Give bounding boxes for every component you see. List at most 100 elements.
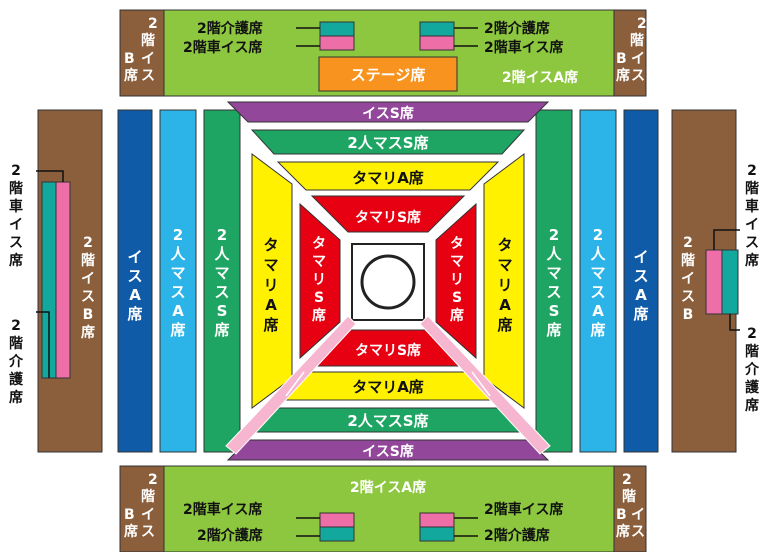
bottom-left-upper-b-block[interactable] [119, 465, 165, 552]
left-box2-a-v-2: マ [170, 264, 185, 282]
right-box2-s-block[interactable] [535, 109, 573, 453]
left-box2-s-v-3: ス [214, 283, 229, 301]
bottom-right-care-box[interactable] [419, 526, 455, 542]
top-right-b-B: B [616, 51, 627, 67]
right-tamari-s-v-2: リ [450, 272, 464, 288]
right-tamari-s-v-0: タ [450, 236, 464, 252]
bottom-left-b-B: B [124, 507, 135, 523]
top-left-care-label: 2階介護席 [197, 20, 263, 37]
right-care-v-0: 2 [747, 326, 757, 342]
bottom-right-b-B: B [616, 507, 627, 523]
bottom-left-care-box[interactable] [319, 526, 355, 542]
left-care-v-0: 2 [11, 318, 21, 334]
bottom-left-b-su: ス [141, 524, 155, 540]
bottom-tamari-s-label: タマリS席 [355, 342, 421, 359]
bottom-right-b-i: イ [631, 507, 645, 523]
right-chair-a-block[interactable] [623, 109, 659, 453]
bottom-upper-a-label: 2階イスA席 [350, 479, 426, 496]
left-wheelchair-strip[interactable] [55, 181, 71, 379]
left-tamari-s-v-4: 席 [312, 307, 326, 324]
right-care-v-2: 介 [744, 361, 760, 378]
top-tamari-a-row[interactable] [276, 161, 500, 191]
right-wc-v-2: 車 [745, 198, 759, 215]
right-b-v-4: B [683, 307, 694, 323]
right-tamari-a-v-0: タ [497, 236, 512, 254]
left-tamari-s-col[interactable] [299, 202, 341, 360]
left-box2-a-v-1: 人 [170, 245, 186, 263]
top-left-b-B: B [124, 51, 135, 67]
bottom-right-b-kai: 階 [622, 488, 636, 505]
left-wc-v-0: 2 [11, 163, 21, 179]
left-wc-v-3: イ [9, 217, 23, 233]
right-care-v-3: 護 [745, 379, 760, 396]
right-care-v-1: 階 [745, 343, 759, 360]
right-wc-v-3: イ [745, 217, 759, 233]
top-box2-s-row[interactable] [250, 129, 526, 155]
left-tamari-a-v-2: リ [263, 276, 278, 294]
bottom-right-wheelchair-box[interactable] [419, 512, 455, 528]
right-aisle [419, 315, 551, 455]
top-right-b-kai: 階 [630, 32, 644, 49]
left-b-v-5: 席 [81, 324, 95, 341]
right-wheelchair-strip[interactable] [705, 249, 723, 315]
right-chair-a-v-1: ス [633, 267, 648, 285]
top-left-upper-b-block[interactable] [119, 9, 165, 97]
left-box2-s-v-5: 席 [214, 321, 229, 339]
bottom-left-wheelchair-box[interactable] [319, 512, 355, 528]
left-box2-s-v-4: S [217, 302, 228, 320]
bottom-left-wheelchair-label: 2階車イス席 [183, 501, 262, 518]
right-wc-v-0: 2 [747, 163, 757, 179]
bottom-right-wheelchair-label: 2階車イス席 [484, 501, 563, 518]
right-tamari-a-v-3: A [499, 296, 511, 314]
top-left-wheelchair-box[interactable] [319, 35, 355, 51]
stage-block[interactable] [318, 56, 458, 92]
right-box2-a-v-3: ス [590, 283, 605, 301]
right-box2-a-block[interactable] [579, 109, 617, 453]
top-chair-s-block[interactable] [226, 101, 550, 123]
left-care-v-4: 席 [9, 389, 23, 406]
left-wc-v-1: 階 [9, 180, 23, 197]
top-right-care-box[interactable] [419, 21, 455, 37]
right-box2-a-v-4: A [592, 302, 604, 320]
top-tamari-s-row[interactable] [310, 195, 466, 233]
top-left-b-seki: 席 [124, 67, 138, 84]
right-b-v-3: ス [681, 289, 695, 305]
left-box2-s-v-0: 2 [217, 226, 227, 244]
top-right-wheelchair-label: 2階車イス席 [484, 39, 563, 56]
left-wc-v-2: 車 [9, 198, 23, 215]
right-b-v-1: 階 [681, 252, 695, 269]
bottom-left-care-label: 2階介護席 [197, 527, 263, 544]
left-b-v-1: 階 [81, 252, 95, 269]
left-tamari-a-v-4: 席 [263, 316, 278, 334]
top-chair-s-label: イスS席 [362, 105, 414, 122]
bottom-right-upper-b-block[interactable] [613, 465, 647, 552]
bottom-left-b-2: 2 [148, 472, 158, 488]
left-box2-a-block[interactable] [159, 109, 197, 453]
left-tamari-a-v-3: A [265, 296, 277, 314]
right-chair-a-v-3: 席 [633, 305, 648, 323]
bottom-left-b-i: イ [141, 507, 155, 523]
bottom-left-b-seki: 席 [124, 523, 138, 540]
stage-label: ステージ席 [351, 66, 426, 84]
left-chair-a-block[interactable] [117, 109, 153, 453]
top-tamari-a-label: タマリA席 [352, 169, 424, 187]
top-right-upper-b-block[interactable] [613, 9, 647, 97]
right-tamari-s-v-4: 席 [450, 307, 464, 324]
bottom-right-care-label: 2階介護席 [484, 527, 550, 544]
left-tamari-s-v-0: タ [312, 236, 326, 252]
top-left-care-box[interactable] [319, 21, 355, 37]
right-tamari-a-v-2: リ [497, 276, 512, 294]
top-right-b-2: 2 [637, 16, 647, 32]
top-box2-s-label: 2人マスS席 [347, 134, 428, 152]
left-box2-s-v-1: 人 [214, 245, 230, 263]
top-right-care-label: 2階介護席 [484, 20, 550, 37]
top-right-wheelchair-box[interactable] [419, 35, 455, 51]
left-tamari-s-v-3: S [314, 290, 324, 306]
bottom-box2-s-label: 2人マスS席 [347, 412, 428, 430]
right-care-strip[interactable] [721, 249, 739, 315]
left-box2-a-v-4: A [172, 302, 184, 320]
right-box2-s-v-4: S [549, 302, 560, 320]
right-tamari-s-col[interactable] [435, 202, 477, 360]
bottom-tamari-a-label: タマリA席 [352, 378, 424, 396]
